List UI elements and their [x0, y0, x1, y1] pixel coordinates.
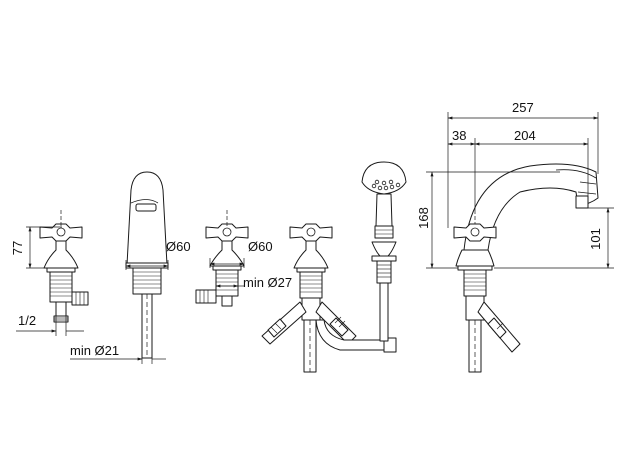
dimension-204-label: 204: [514, 128, 536, 143]
dimension-77: 77: [10, 226, 62, 269]
dimension-valve-diameter: Ø60: [209, 239, 273, 268]
dimension-257-label: 257: [512, 100, 534, 115]
dimension-min-21: min Ø21: [70, 340, 166, 364]
left-valve: [39, 210, 89, 323]
center-valve: [195, 210, 249, 307]
dimension-spout-diameter: Ø60: [125, 239, 191, 270]
dimension-168-label: 168: [416, 207, 431, 229]
diverter-valve-assembly: [261, 223, 397, 373]
dimension-valve-diameter-label: Ø60: [248, 239, 273, 254]
dimension-min-27-label: min Ø27: [243, 275, 292, 290]
dimension-77-label: 77: [10, 241, 25, 255]
dimension-min-21-label: min Ø21: [70, 343, 119, 358]
dimension-spout-diameter-label: Ø60: [166, 239, 191, 254]
dimension-half-inch-label: 1/2: [18, 313, 36, 328]
dimension-257: 257: [447, 100, 599, 228]
dimension-half-inch: 1/2: [16, 313, 84, 336]
basin-spout: [125, 171, 169, 359]
dimension-101-label: 101: [588, 228, 603, 250]
dimension-38-204: 38 204: [447, 128, 589, 210]
dimension-min-27: min Ø27: [215, 270, 292, 296]
dimension-38-label: 38: [452, 128, 466, 143]
dimension-101: 101: [494, 207, 614, 269]
hand-shower: [361, 161, 407, 342]
bath-spout-assembly: [453, 163, 599, 373]
